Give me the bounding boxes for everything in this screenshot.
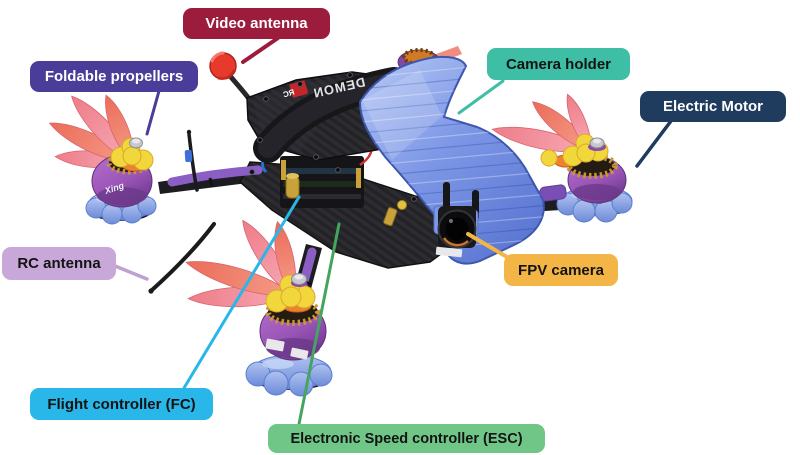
label-rc-antenna-text: RC antenna [17, 255, 101, 272]
leader-electric-motor [635, 119, 673, 168]
strap-brand-badge: RC [282, 80, 308, 100]
motor-front-left [184, 219, 327, 361]
leader-esc [297, 222, 341, 426]
leader-foldable-propellers [145, 89, 161, 136]
label-fpv-camera-text: FPV camera [518, 261, 604, 279]
leader-lines [113, 36, 673, 426]
fpv-camera-part [433, 182, 479, 258]
rc-antenna-whip-up [187, 132, 199, 192]
prop-mount [265, 274, 316, 313]
antenna-connector [383, 207, 398, 227]
capacitor [285, 175, 300, 199]
leader-fpv-camera [466, 232, 509, 259]
frame-sticker [435, 246, 463, 258]
label-video-antenna: Video antenna [183, 8, 330, 39]
soft-mount-front-left [245, 354, 333, 397]
fc-esc-stack [261, 143, 407, 227]
antenna-band [184, 149, 193, 163]
leader-video-antenna [241, 36, 280, 64]
motor-front-right [491, 93, 627, 204]
motor-sticker [290, 347, 309, 360]
label-camera-holder: Camera holder [487, 48, 630, 80]
label-foldable-propellers-text: Foldable propellers [44, 68, 184, 85]
label-esc-text: Electronic Speed controller (ESC) [290, 430, 523, 447]
leader-flight-controller [182, 195, 301, 390]
label-flight-controller: Flight controller (FC) [30, 388, 213, 420]
leader-camera-holder [457, 79, 505, 115]
label-electric-motor: Electric Motor [640, 91, 786, 122]
label-foldable-propellers: Foldable propellers [30, 61, 198, 92]
video-antenna-part [209, 51, 256, 107]
propeller-front-left [184, 219, 296, 308]
strap-badge-text: RC [282, 88, 296, 100]
motor-rear-left: Xing [48, 94, 154, 208]
label-fpv-camera: FPV camera [504, 254, 618, 286]
lens-glint [442, 237, 469, 247]
label-flight-controller-text: Flight controller (FC) [47, 395, 196, 413]
label-video-antenna-text: Video antenna [205, 15, 308, 32]
label-esc: Electronic Speed controller (ESC) [268, 424, 545, 453]
leader-rc-antenna [113, 264, 149, 281]
rc-antenna-whip-down [150, 222, 216, 292]
drone: RC DEMON [48, 46, 633, 397]
label-rc-antenna: RC antenna [2, 247, 116, 280]
rc-antenna-part [148, 129, 216, 294]
motor-sticker [265, 338, 285, 352]
label-camera-holder-text: Camera holder [505, 55, 612, 73]
label-electric-motor-text: Electric Motor [662, 98, 764, 115]
